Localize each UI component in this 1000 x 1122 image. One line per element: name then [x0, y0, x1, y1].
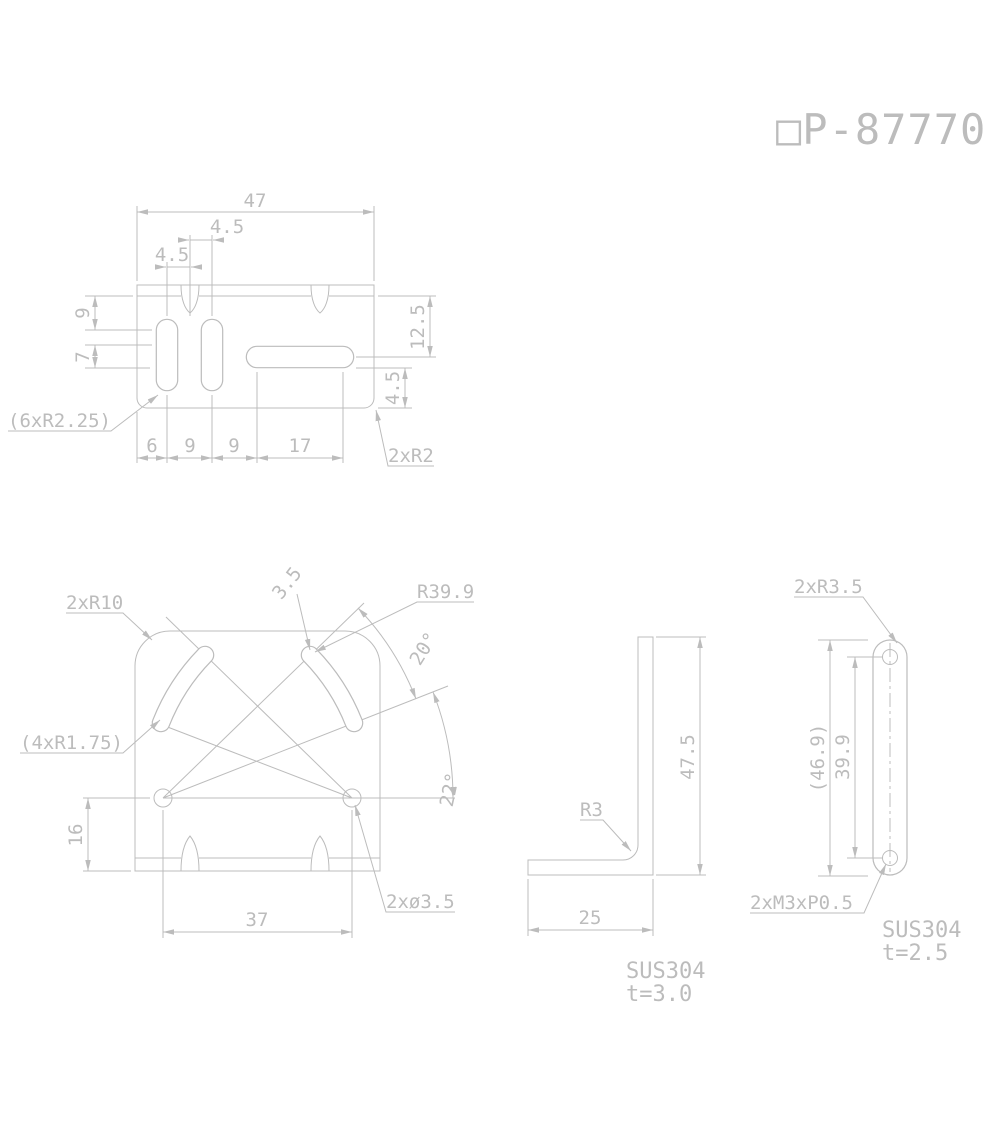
- label-text: R3: [580, 799, 603, 821]
- leader-line: [794, 596, 898, 644]
- label-thread-m3: 2xM3xP0.5: [750, 863, 887, 914]
- label-text: 2xR10: [66, 592, 123, 614]
- dim-text: 4.5: [382, 371, 404, 405]
- top-view-slots-inner: [156, 319, 354, 391]
- dim-text: 4.5: [210, 216, 244, 238]
- dim-text: 37: [246, 909, 269, 931]
- dim-text: 17: [289, 435, 312, 457]
- leader-line: [296, 593, 311, 651]
- top-view-relief-notches: [180, 284, 330, 314]
- leader-line: [314, 601, 474, 653]
- plate-view: (46.9) 39.9 2xR3.5 2xM3xP0.5 SUS304 t=2.…: [750, 576, 961, 966]
- plate-thickness: t=2.5: [882, 941, 948, 966]
- plate-material: SUS304: [882, 918, 961, 943]
- leader-line: [66, 612, 153, 641]
- dim-text: 3.5: [268, 563, 306, 604]
- dim-depth-25: 25: [527, 879, 654, 936]
- front-view-arc-slots-inner: [152, 646, 363, 732]
- dim-right-4-5: 4.5: [356, 367, 412, 409]
- dim-angle-22: 22°: [436, 771, 465, 809]
- dim-text: 9: [72, 307, 94, 318]
- extension-lines: [527, 879, 654, 936]
- dim-text: 9: [184, 435, 195, 457]
- dim-hole-spacing-37: 37: [162, 810, 353, 938]
- mounting-hole-right: [342, 788, 362, 808]
- leader-line: [8, 394, 159, 432]
- label-bend-radius-r3: R3: [580, 799, 632, 852]
- label-text: 2xø3.5: [386, 891, 455, 913]
- front-view-construction-lines: [151, 602, 455, 799]
- dim-hole-spacing-39-9: 39.9: [832, 656, 882, 859]
- extension-lines: [356, 295, 436, 358]
- dim-notch-lower: 4.5: [155, 244, 202, 316]
- angle-arc-22: [432, 691, 456, 799]
- side-thickness: t=3.0: [626, 982, 692, 1007]
- tapped-hole-bottom: [882, 850, 898, 866]
- drawing-number: □P-87770: [776, 105, 986, 154]
- label-slot-end-radius: (6xR2.25): [8, 394, 159, 432]
- extension-lines: [818, 639, 868, 877]
- side-material: SUS304: [626, 959, 705, 984]
- extension-lines: [83, 797, 150, 872]
- dim-angle-20: 20°: [405, 628, 442, 669]
- dim-text: 39.9: [832, 734, 854, 780]
- extension-lines: [162, 810, 353, 938]
- label-corner-radius-r2: 2xR2: [375, 409, 434, 467]
- dim-right-12-5: 12.5: [356, 295, 436, 358]
- leader-line: [375, 409, 434, 467]
- leader-line: [750, 863, 887, 914]
- extension-lines: [189, 235, 213, 316]
- dim-left-9-7: 9 7: [72, 295, 152, 369]
- side-view: 47.5 R3 25 SUS304 t=3.0: [527, 636, 706, 1007]
- extension-lines: [136, 206, 375, 281]
- front-view: 16 37 2xR10 3.5 R39.9 20° 22° (4xR1.75): [20, 563, 474, 938]
- label-text: 2xR3.5: [794, 576, 863, 598]
- label-text: 2xM3xP0.5: [750, 892, 853, 914]
- label-text: 2xR2: [388, 445, 434, 467]
- dim-text: 25: [579, 907, 602, 929]
- dim-text: 12.5: [407, 304, 429, 350]
- label-text: (4xR1.75): [20, 732, 123, 754]
- label-arc-radius-r39-9: R39.9: [314, 581, 474, 653]
- dim-text: 47.5: [677, 734, 699, 780]
- leader-line: [20, 719, 161, 754]
- top-view: 47 4.5 4.5 9 7 12.5: [8, 190, 436, 467]
- dim-text: 4.5: [155, 244, 189, 266]
- leader-line: [580, 819, 632, 852]
- dim-text: 7: [72, 351, 94, 362]
- dim-text: (46.9): [807, 724, 829, 793]
- dim-slot-width-3-5: 3.5: [268, 563, 311, 651]
- mounting-hole-left: [153, 788, 173, 808]
- dim-hole-height-16: 16: [65, 797, 150, 872]
- dim-text: 47: [244, 190, 267, 212]
- extension-lines: [85, 295, 152, 369]
- dim-bottom-chain: 6 9 9 17: [136, 372, 344, 463]
- label-corner-radius-r10: 2xR10: [66, 592, 153, 641]
- angle-arc-20: [357, 607, 417, 700]
- dim-text: 6: [146, 435, 157, 457]
- label-text: (6xR2.25): [8, 410, 111, 432]
- front-view-outline: [134, 630, 381, 872]
- label-slot-end-radius-r1-75: (4xR1.75): [20, 719, 161, 754]
- label-end-radius-r3-5: 2xR3.5: [794, 576, 898, 644]
- front-view-relief-notches: [180, 835, 330, 872]
- dim-height-47-5: 47.5: [656, 636, 706, 876]
- label-text: R39.9: [417, 581, 474, 603]
- dim-overall-46-9: (46.9): [807, 639, 868, 877]
- extension-lines: [136, 372, 344, 463]
- dim-text: 9: [228, 435, 239, 457]
- side-view-outline: [527, 636, 654, 876]
- tapped-hole-top: [882, 649, 898, 665]
- dim-notch-upper: 4.5: [178, 216, 244, 316]
- top-view-outline: [136, 284, 375, 409]
- leader-line: [354, 804, 455, 913]
- dim-text: 16: [65, 824, 87, 847]
- label-holes-dia3-5: 2xø3.5: [354, 804, 455, 913]
- dim-width-47: 47: [136, 190, 375, 281]
